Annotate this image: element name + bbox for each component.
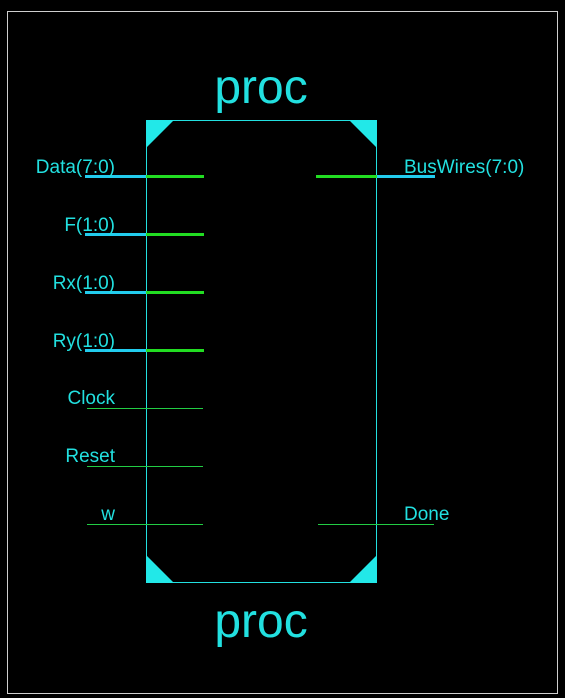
corner-marker-bottom-right — [349, 555, 377, 583]
pin-data-label: Data(7:0) — [36, 157, 115, 178]
pin-clock[interactable]: Clock — [67, 388, 203, 409]
corner-marker-top-right — [349, 120, 377, 148]
component-name-top: proc — [214, 61, 307, 114]
pin-clock-label: Clock — [67, 388, 115, 409]
component-body[interactable] — [146, 120, 377, 583]
pin-ry-label: Ry(1:0) — [53, 331, 115, 352]
pin-data[interactable]: Data(7:0) — [36, 157, 204, 178]
pin-done[interactable]: Done — [318, 504, 449, 525]
pin-w-label: w — [100, 504, 115, 525]
pin-reset[interactable]: Reset — [65, 446, 203, 467]
pin-reset-label: Reset — [65, 446, 115, 467]
corner-marker-top-left — [146, 120, 174, 148]
pin-rx-label: Rx(1:0) — [53, 273, 115, 294]
pin-done-label: Done — [404, 504, 449, 525]
corner-marker-bottom-left — [146, 555, 174, 583]
pin-f-label: F(1:0) — [64, 215, 115, 236]
pin-ry[interactable]: Ry(1:0) — [53, 331, 204, 352]
component-name-bottom: proc — [214, 595, 307, 648]
pin-buswires-label: BusWires(7:0) — [404, 157, 524, 178]
pin-f[interactable]: F(1:0) — [64, 215, 204, 236]
pin-w[interactable]: w — [87, 504, 203, 525]
pin-rx[interactable]: Rx(1:0) — [53, 273, 204, 294]
pin-buswires[interactable]: BusWires(7:0) — [316, 157, 524, 178]
sheet-frame — [7, 11, 558, 694]
